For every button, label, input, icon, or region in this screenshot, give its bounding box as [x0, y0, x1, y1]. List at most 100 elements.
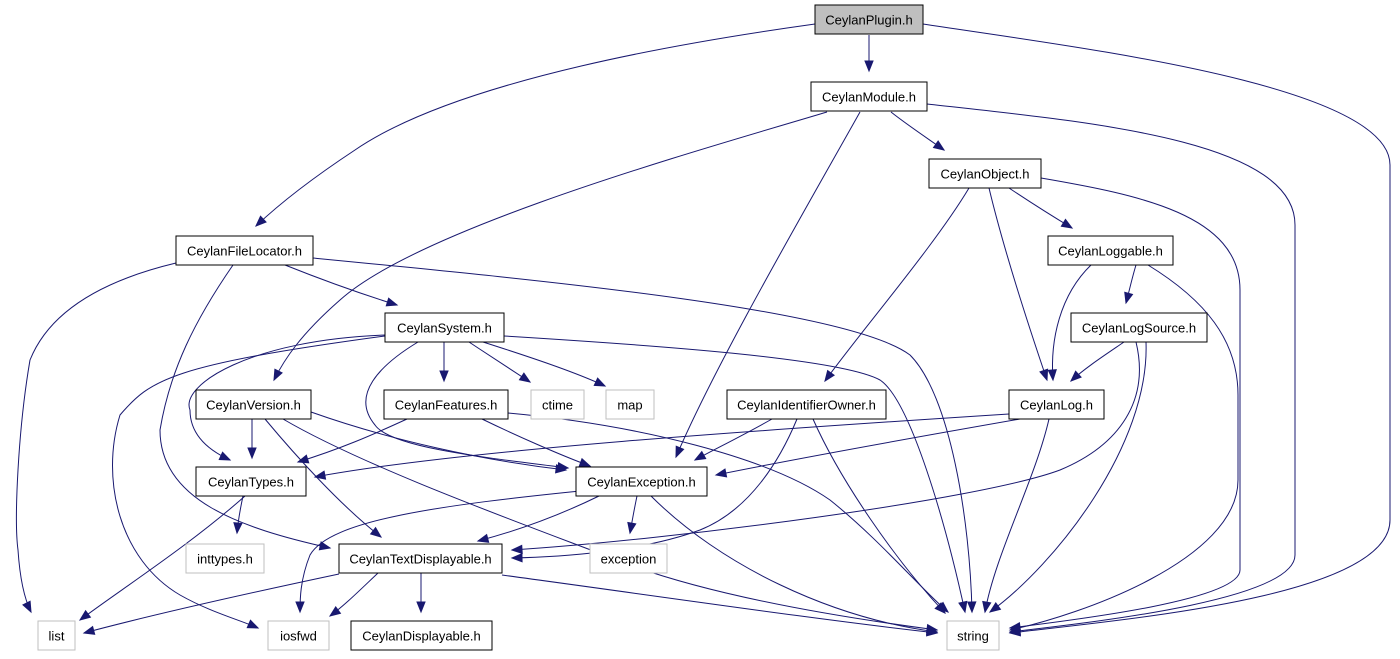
edge-module-exception — [675, 111, 861, 459]
edge-line — [468, 341, 531, 383]
node-module[interactable]: CeylanModule.h — [810, 81, 928, 112]
node-log[interactable]: CeylanLog.h — [1008, 389, 1105, 420]
edge-line — [926, 103, 1296, 633]
arrow-head-icon — [255, 215, 267, 227]
arrow-head-icon — [578, 457, 592, 467]
edge-line — [481, 418, 591, 467]
node-object[interactable]: CeylanObject.h — [928, 158, 1042, 189]
edge-line — [282, 418, 938, 631]
node-string: string — [946, 620, 1000, 651]
node-identifier[interactable]: CeylanIdentifierOwner.h — [726, 389, 887, 420]
arrow-head-icon — [693, 450, 707, 461]
node-version[interactable]: CeylanVersion.h — [195, 389, 312, 420]
node-box — [810, 81, 928, 112]
node-displayable[interactable]: CeylanDisplayable.h — [350, 620, 493, 651]
arrow-head-icon — [1070, 370, 1082, 382]
edge-textdisplayable-string — [501, 574, 939, 637]
node-plugin[interactable]: CeylanPlugin.h — [814, 4, 924, 35]
node-map: map — [605, 389, 655, 420]
node-box — [195, 466, 307, 497]
arrow-head-icon — [824, 369, 836, 383]
node-label: CeylanDisplayable.h — [362, 629, 481, 644]
node-label: list — [49, 629, 65, 644]
edge-line — [511, 341, 1140, 551]
edge-version-exception — [310, 411, 568, 474]
arrow-head-icon — [416, 601, 426, 614]
edge-exception-string — [650, 495, 939, 636]
arrow-head-icon — [318, 541, 332, 551]
edge-loggable-logsource — [1124, 264, 1137, 305]
edge-line — [477, 495, 600, 542]
node-box — [814, 4, 924, 35]
edge-object-log — [988, 187, 1049, 382]
edge-log-string — [982, 418, 1050, 614]
arrow-head-icon — [439, 370, 449, 383]
node-loggable[interactable]: CeylanLoggable.h — [1047, 235, 1174, 266]
edge-system-features — [439, 342, 449, 383]
edge-filelocator-string — [312, 257, 977, 614]
node-inttypes: inttypes.h — [185, 543, 265, 574]
edge-system-iosfwd — [112, 335, 386, 629]
arrow-head-icon — [675, 445, 685, 459]
node-box — [195, 389, 312, 420]
edge-line — [984, 418, 1050, 613]
arrow-head-icon — [369, 526, 383, 538]
node-list: list — [37, 620, 76, 651]
edge-line — [650, 495, 938, 633]
node-label: ctime — [542, 398, 573, 413]
edge-line — [675, 111, 861, 458]
edge-object-identifier — [824, 187, 970, 383]
edge-line — [1009, 264, 1239, 631]
node-features[interactable]: CeylanFeatures.h — [383, 389, 509, 420]
node-label: CeylanSystem.h — [397, 321, 492, 336]
edge-logsource-log — [1070, 341, 1125, 382]
arrow-head-icon — [932, 140, 946, 151]
edge-line — [297, 418, 408, 463]
edge-line — [83, 573, 340, 634]
edge-features-types — [296, 418, 408, 464]
node-box — [589, 543, 668, 574]
edge-line — [310, 411, 567, 471]
nodes-layer: CeylanPlugin.hCeylanModule.hCeylanObject… — [37, 4, 1208, 651]
node-box — [350, 620, 493, 651]
edge-line — [511, 418, 798, 559]
arrow-head-icon — [593, 377, 607, 387]
node-label: CeylanLoggable.h — [1058, 244, 1163, 259]
node-types[interactable]: CeylanTypes.h — [195, 466, 307, 497]
edge-system-ctime — [468, 341, 532, 383]
node-box — [928, 158, 1042, 189]
edge-line — [1009, 177, 1241, 629]
node-textdisplayable[interactable]: CeylanTextDisplayable.h — [338, 543, 503, 574]
edge-line — [112, 335, 386, 629]
arrow-head-icon — [982, 600, 992, 614]
edge-module-object — [890, 111, 946, 151]
arrow-head-icon — [1047, 369, 1057, 382]
node-label: CeylanTextDisplayable.h — [349, 552, 491, 567]
node-label: CeylanModule.h — [822, 90, 916, 105]
node-box — [530, 389, 585, 420]
arrow-head-icon — [1039, 368, 1049, 382]
edge-line — [188, 334, 386, 461]
node-box — [267, 620, 330, 651]
edge-version-textdisplayable — [264, 418, 383, 538]
node-exception[interactable]: CeylanException.h — [575, 466, 708, 497]
edge-textdisplayable-iosfwd — [328, 572, 379, 617]
node-filelocator[interactable]: CeylanFileLocator.h — [175, 235, 314, 266]
arrow-head-icon — [934, 602, 946, 614]
edge-line — [507, 412, 949, 613]
node-system[interactable]: CeylanSystem.h — [384, 312, 505, 343]
edge-line — [79, 495, 246, 621]
edge-textdisplayable-displayable — [416, 572, 426, 614]
edge-log-exception — [714, 418, 1021, 478]
arrow-head-icon — [967, 601, 977, 614]
arrow-head-icon — [233, 522, 243, 535]
node-box — [37, 620, 76, 651]
node-logsource[interactable]: CeylanLogSource.h — [1070, 312, 1208, 343]
node-stdexception: exception — [589, 543, 668, 574]
edge-loggable-string — [1008, 264, 1239, 633]
edge-textdisplayable-list — [82, 573, 340, 635]
arrow-head-icon — [555, 464, 568, 474]
node-label: CeylanFeatures.h — [395, 398, 498, 413]
node-box — [175, 235, 314, 266]
arrow-head-icon — [958, 600, 968, 614]
